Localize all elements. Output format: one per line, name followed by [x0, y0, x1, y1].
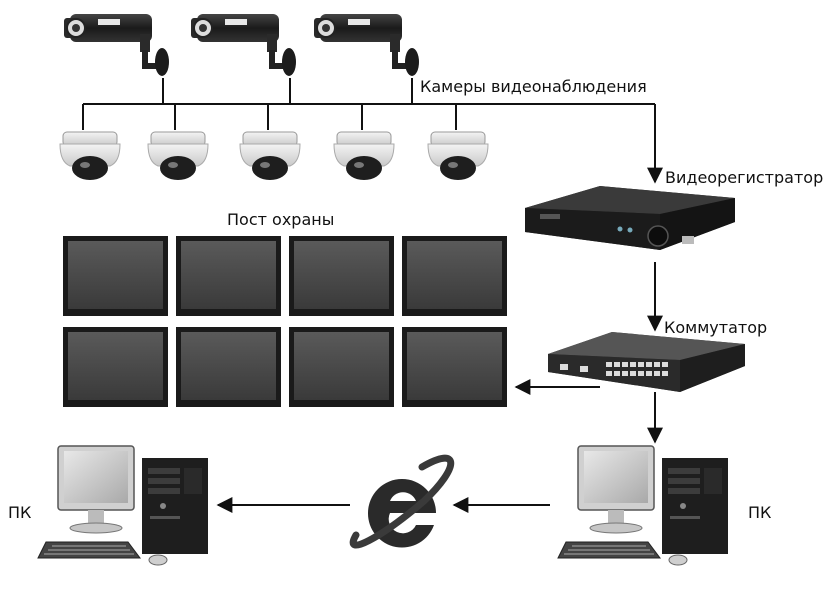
dome-camera-icon — [147, 131, 209, 181]
switch-label: Коммутатор — [664, 318, 768, 337]
monitor-icon — [289, 236, 394, 316]
pc-left-label: ПК — [8, 503, 32, 522]
bullet-camera-icon — [314, 14, 419, 76]
monitor-wall — [63, 236, 507, 407]
bullet-camera-icon — [191, 14, 296, 76]
bullet-camera-icon — [64, 14, 169, 76]
dome-camera-icon — [333, 131, 395, 181]
desktop-computer-icon — [37, 445, 209, 566]
network-switch-icon — [548, 332, 745, 392]
desktop-computer-icon — [557, 445, 729, 566]
monitor-icon — [176, 327, 281, 407]
pc-right-label: ПК — [748, 503, 772, 522]
connection-lines — [82, 78, 663, 513]
monitor-icon — [289, 327, 394, 407]
monitor-icon — [402, 236, 507, 316]
monitor-icon — [176, 236, 281, 316]
dvr-label: Видеорегистратор — [665, 168, 824, 187]
monitor-icon — [63, 327, 168, 407]
monitor-icon — [402, 327, 507, 407]
security-post-label: Пост охраны — [227, 210, 335, 229]
internet-explorer-icon — [349, 454, 455, 549]
dome-camera-icon — [427, 131, 489, 181]
dvr-icon — [525, 186, 735, 250]
dome-camera-icon — [59, 131, 121, 181]
cameras-label: Камеры видеонаблюдения — [420, 77, 647, 96]
monitor-icon — [63, 236, 168, 316]
dome-camera-icon — [239, 131, 301, 181]
